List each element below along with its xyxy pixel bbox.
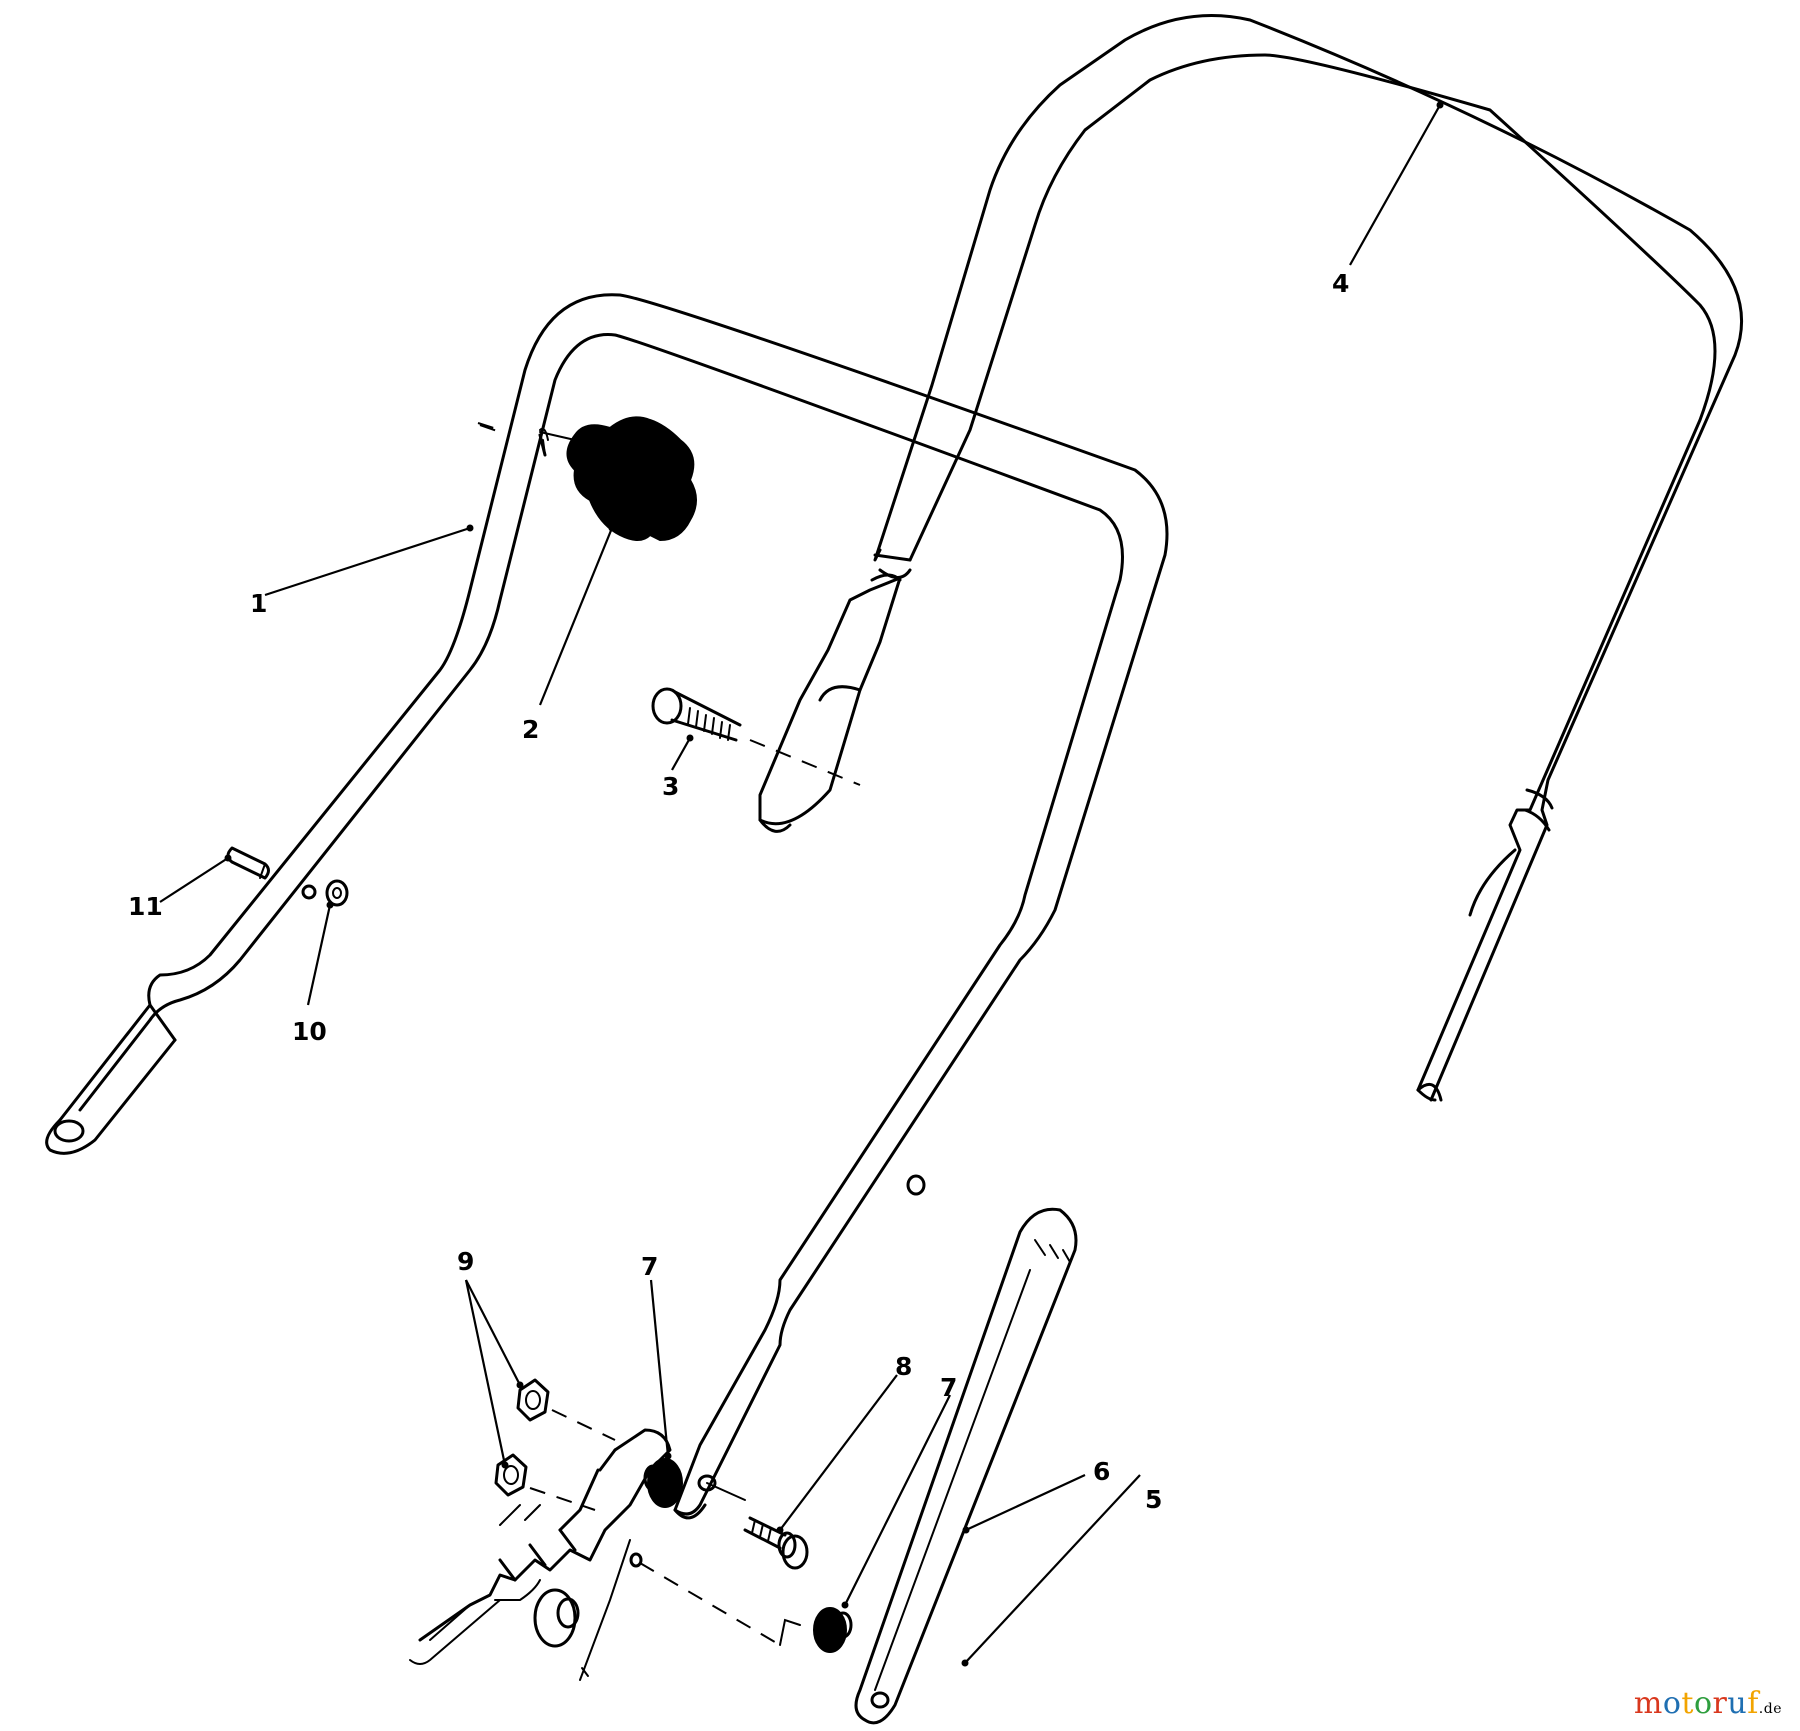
callout-7-left: 7 xyxy=(641,1252,658,1281)
bumpers xyxy=(643,1458,853,1653)
callout-5: 5 xyxy=(1145,1485,1162,1514)
callout-10: 10 xyxy=(292,1017,327,1046)
upper-handle xyxy=(758,14,1743,1102)
carriage-bolt xyxy=(651,687,861,786)
watermark-text: motoruf xyxy=(1634,1686,1759,1721)
callout-3: 3 xyxy=(662,772,679,801)
leader-lines xyxy=(159,101,1444,1667)
callout-4: 4 xyxy=(1332,269,1349,298)
link-bar xyxy=(854,1207,1078,1725)
deck-bracket xyxy=(409,1428,801,1681)
callout-11: 11 xyxy=(128,892,163,921)
watermark-suffix: .de xyxy=(1758,1701,1782,1717)
watermark-letter: f xyxy=(1747,1686,1759,1721)
assembly-centerlines xyxy=(477,422,501,431)
handle-knob xyxy=(539,416,697,542)
callout-8: 8 xyxy=(895,1352,912,1381)
watermark-letter: u xyxy=(1727,1686,1748,1721)
callout-labels: 1 2 3 4 5 6 7 7 8 9 10 11 xyxy=(128,269,1349,1514)
watermark-letter: o xyxy=(1693,1686,1713,1721)
callout-7-right: 7 xyxy=(940,1373,957,1402)
watermark-letter: m xyxy=(1633,1686,1663,1721)
watermark-letter: r xyxy=(1712,1686,1728,1721)
hex-nuts xyxy=(494,1378,616,1511)
callout-9: 9 xyxy=(457,1247,474,1276)
watermark: motoruf.de xyxy=(1634,1686,1782,1721)
callout-6: 6 xyxy=(1093,1457,1110,1486)
watermark-letter: o xyxy=(1662,1686,1682,1721)
callout-1: 1 xyxy=(250,589,267,618)
pin-and-nut xyxy=(226,424,501,907)
watermark-letter: t xyxy=(1681,1686,1694,1721)
callout-2: 2 xyxy=(522,715,539,744)
